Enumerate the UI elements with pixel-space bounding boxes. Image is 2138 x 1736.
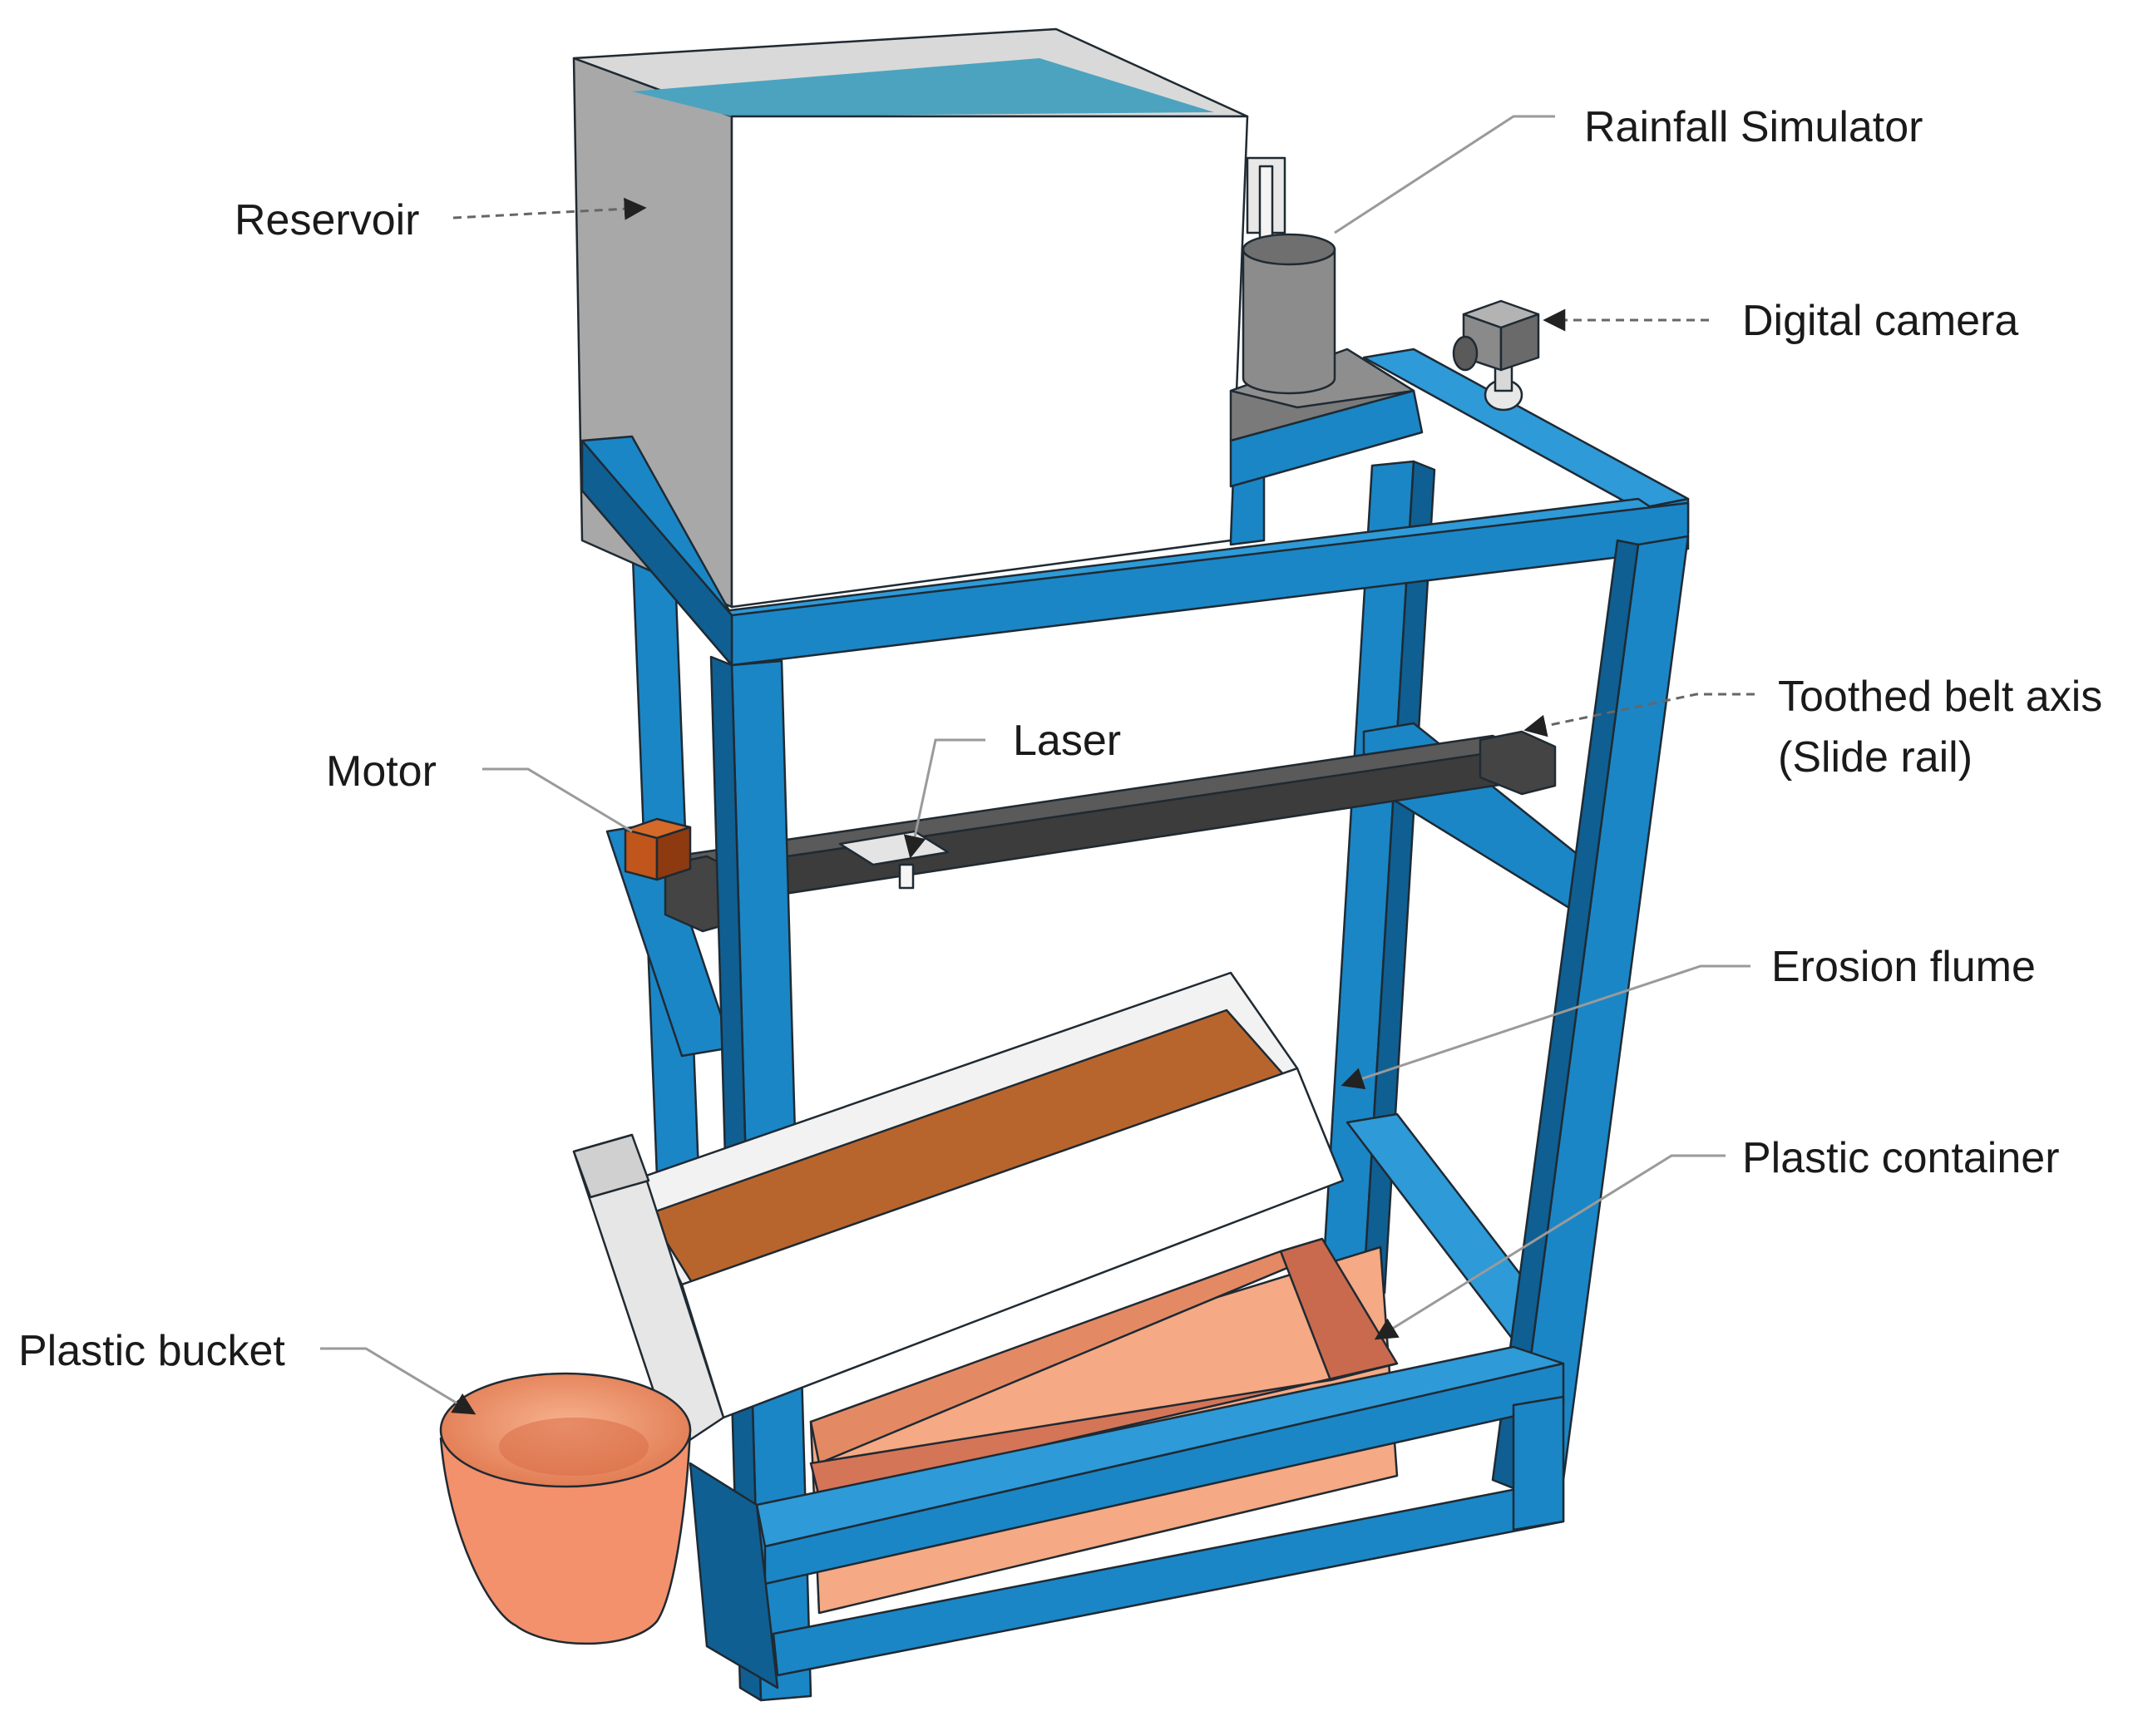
leader-erosion-flume [1341,964,1750,1090]
leader-plastic-container [1374,1154,1726,1340]
plastic-bucket [439,1372,692,1645]
camera-body-side [1499,313,1540,372]
leader-reservoir [452,197,647,220]
bucket-body [439,1428,692,1645]
bottom-rail-left-side [689,1462,779,1689]
leader-plastic-bucket [320,1347,476,1415]
label-reservoir: Reservoir [235,196,420,244]
leader-lines [320,115,1755,1415]
label-laser: Laser [1013,717,1121,765]
bucket-inner-floor [499,1418,649,1476]
label-plastic-bucket: Plastic bucket [18,1327,285,1375]
label-erosion-flume: Erosion flume [1771,943,2036,991]
reservoir-water [632,58,1214,116]
leader-motor [482,767,633,833]
leader-rainfall-simulator [1334,115,1555,234]
rail-end-block-right [1479,730,1557,796]
leader-laser [903,738,985,859]
label-motor: Motor [326,747,437,796]
label-slide-rail: (Slide rail) [1778,733,1973,782]
labels: Reservoir Rainfall Simulator Digital cam… [18,103,2102,1375]
camera-lens [1452,335,1479,372]
frame-bottom [689,1345,1565,1689]
label-digital-camera: Digital camera [1742,297,2018,345]
flume-end-face [572,1133,650,1199]
leader-toothed-belt [1523,693,1755,737]
bottom-right-post [1512,1395,1565,1531]
simulator-cylinder-top [1242,233,1336,266]
motor-side [655,826,692,881]
motor [624,817,692,881]
frame-front-right [1491,535,1690,1490]
laser-head [898,863,915,890]
erosion-flume [572,971,1345,1452]
rainfall-simulator [1229,156,1415,442]
label-rainfall-simulator: Rainfall Simulator [1584,103,1923,151]
motor-front [624,828,659,881]
label-plastic-container: Plastic container [1742,1134,2060,1182]
digital-camera [1452,299,1540,412]
reservoir-tank [572,27,1249,609]
top-rail-back-short [1229,389,1424,488]
simulator-cylinder [1242,248,1336,395]
label-toothed-belt-axis: Toothed belt axis [1778,673,2102,721]
reservoir-front [730,115,1249,609]
frame-top [580,389,1690,667]
